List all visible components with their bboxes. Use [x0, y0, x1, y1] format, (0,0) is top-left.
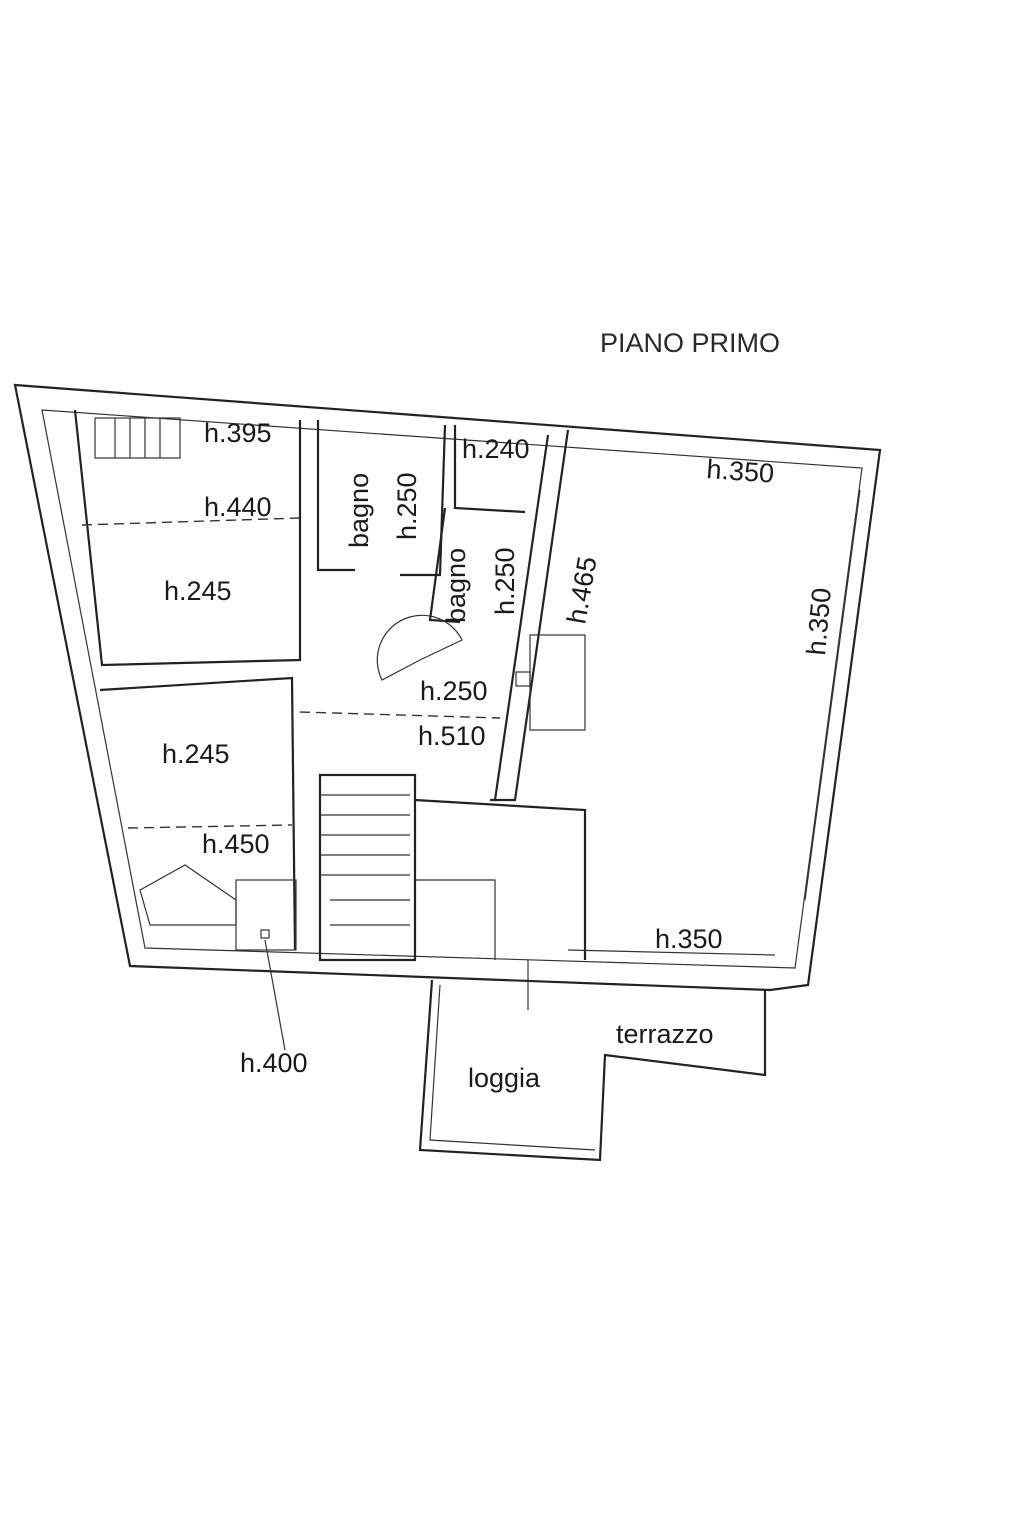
label-hall-h510: h.510 — [418, 721, 486, 751]
label-sw-h245: h.245 — [162, 739, 230, 769]
sw-stairs — [139, 864, 237, 926]
main-stairs — [320, 794, 410, 926]
label-bagno-1-h: h.250 — [392, 472, 422, 540]
label-sw-h400: h.400 — [240, 1048, 308, 1078]
walls — [13, 383, 882, 1162]
plan-title: PIANO PRIMO — [600, 328, 780, 358]
label-nw-h440: h.440 — [204, 492, 272, 522]
labels: h.395 h.440 h.245 h.245 h.450 h.400 bagn… — [162, 418, 837, 1093]
label-terrazzo: terrazzo — [616, 1019, 714, 1049]
spiral-stair — [376, 614, 463, 681]
label-corridor-h465: h.465 — [561, 554, 602, 626]
label-hall-h250: h.250 — [420, 676, 488, 706]
label-nw-h245: h.245 — [164, 576, 232, 606]
label-big-h350-bottom: h.350 — [655, 924, 723, 954]
label-bagno-1: bagno — [344, 473, 374, 548]
label-nw-h395: h.395 — [204, 418, 272, 448]
label-sw-h450: h.450 — [202, 829, 270, 859]
label-loggia: loggia — [468, 1063, 541, 1093]
label-small-h240: h.240 — [462, 434, 530, 464]
label-big-h350-right: h.350 — [801, 587, 837, 657]
label-bagno-2-h: h.250 — [490, 547, 520, 615]
label-bagno-2: bagno — [441, 548, 471, 623]
label-big-h350-top: h.350 — [706, 454, 776, 489]
nw-stairs — [94, 417, 181, 459]
